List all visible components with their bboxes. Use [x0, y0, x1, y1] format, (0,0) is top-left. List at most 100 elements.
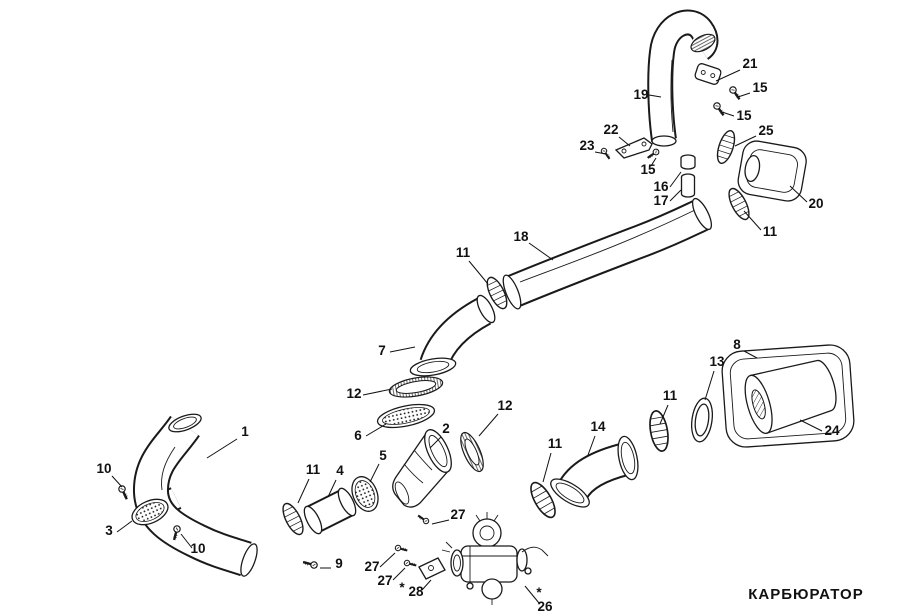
part-label-10: 10	[96, 461, 111, 476]
part-label-15: 15	[640, 162, 656, 177]
leader-line	[389, 346, 416, 353]
leader-line	[789, 185, 808, 203]
diagram-title: КАРБЮРАТОР	[748, 586, 863, 603]
leader-line	[478, 413, 499, 437]
leader-line	[669, 189, 682, 202]
part-label-22: 22	[603, 122, 618, 137]
leader-line	[648, 94, 662, 98]
part-label-20: 20	[808, 196, 823, 211]
leader-line	[429, 436, 442, 449]
part-20-air-box	[737, 140, 807, 202]
part-label-11: 11	[548, 436, 563, 451]
part-label-15: 15	[736, 108, 752, 123]
part-21-bracket	[694, 63, 722, 85]
part-label-*: *	[536, 585, 542, 600]
part-22-bracket	[614, 137, 653, 159]
part-27-screw	[417, 512, 431, 526]
leader-line	[327, 479, 337, 498]
leader-line	[431, 519, 450, 525]
part-label-10: 10	[190, 541, 205, 556]
leader-line	[669, 171, 682, 188]
leader-line	[421, 579, 432, 591]
part-label-24: 24	[824, 423, 840, 438]
part-label-19: 19	[633, 87, 648, 102]
leader-line	[743, 210, 762, 231]
part-label-21: 21	[742, 56, 758, 71]
part-label-2: 2	[442, 421, 450, 436]
part-11-clamp	[278, 499, 308, 539]
part-5-mesh-disc	[351, 476, 379, 512]
part-4-hose	[303, 487, 357, 535]
part-label-9: 9	[335, 556, 343, 571]
part-15-screw	[711, 101, 727, 117]
part-label-11: 11	[763, 224, 778, 239]
part-label-12: 12	[497, 398, 512, 413]
leader-line	[715, 69, 741, 82]
part-3-mesh-cap	[131, 498, 169, 526]
part-label-28: 28	[408, 584, 424, 599]
leader-line	[468, 260, 489, 285]
part-label-27: 27	[450, 507, 465, 522]
leader-line	[392, 567, 406, 581]
leader-line	[737, 92, 751, 98]
part-label-4: 4	[336, 463, 344, 478]
leader-line	[365, 423, 387, 437]
leader-line	[704, 370, 715, 401]
leader-line	[180, 533, 193, 549]
part-2-filter-cup	[392, 429, 452, 508]
part-label-11: 11	[456, 245, 471, 260]
leader-line	[369, 463, 380, 483]
part-7-elbow-pipe	[409, 294, 496, 377]
part-label-5: 5	[379, 448, 387, 463]
part-16-spacer	[680, 154, 696, 170]
part-24-air-filter	[744, 359, 837, 435]
part-25-clamp	[713, 127, 739, 167]
part-13-gasket	[690, 397, 714, 443]
part-label-3: 3	[105, 523, 113, 538]
part-label-1: 1	[241, 424, 249, 439]
part-label-17: 17	[653, 193, 668, 208]
leader-line	[721, 111, 735, 117]
leader-line	[650, 157, 657, 167]
part-label-15: 15	[752, 80, 768, 95]
leader-line	[659, 404, 669, 425]
part-label-8: 8	[733, 337, 741, 352]
part-label-6: 6	[354, 428, 362, 443]
part-15-screw	[727, 85, 743, 101]
part-label-11: 11	[306, 462, 321, 477]
leader-line	[379, 552, 396, 568]
part-12-clamp-band	[460, 431, 484, 473]
leader-line	[799, 419, 823, 432]
leader-line	[542, 452, 552, 483]
part-label-13: 13	[709, 354, 725, 369]
leader-line	[587, 435, 596, 456]
part-label-27: 27	[364, 559, 379, 574]
part-6-mesh-plate	[376, 403, 436, 429]
leader-line	[594, 151, 607, 155]
part-label-26: 26	[537, 599, 553, 614]
part-12-clamp-band	[388, 376, 444, 398]
leader-line	[528, 242, 554, 261]
part-label-14: 14	[590, 419, 606, 434]
part-label-27: 27	[377, 573, 392, 588]
leader-line	[734, 135, 757, 147]
part-10-screw	[115, 483, 132, 501]
part-26-carburetor	[441, 512, 549, 605]
part-label-12: 12	[346, 386, 361, 401]
part-11-clamp	[646, 408, 672, 454]
part-14-elbow-duct	[550, 435, 639, 508]
part-label-18: 18	[513, 229, 529, 244]
part-label-23: 23	[579, 138, 595, 153]
part-17-sleeve	[680, 173, 696, 198]
part-28-bracket	[418, 557, 446, 580]
part-label-16: 16	[653, 179, 669, 194]
leader-line	[362, 388, 393, 396]
leader-line	[206, 438, 238, 459]
leader-line	[524, 585, 540, 604]
part-label-11: 11	[663, 388, 678, 403]
part-label-7: 7	[378, 343, 386, 358]
part-27-screw	[393, 541, 409, 557]
leader-line	[743, 350, 758, 359]
